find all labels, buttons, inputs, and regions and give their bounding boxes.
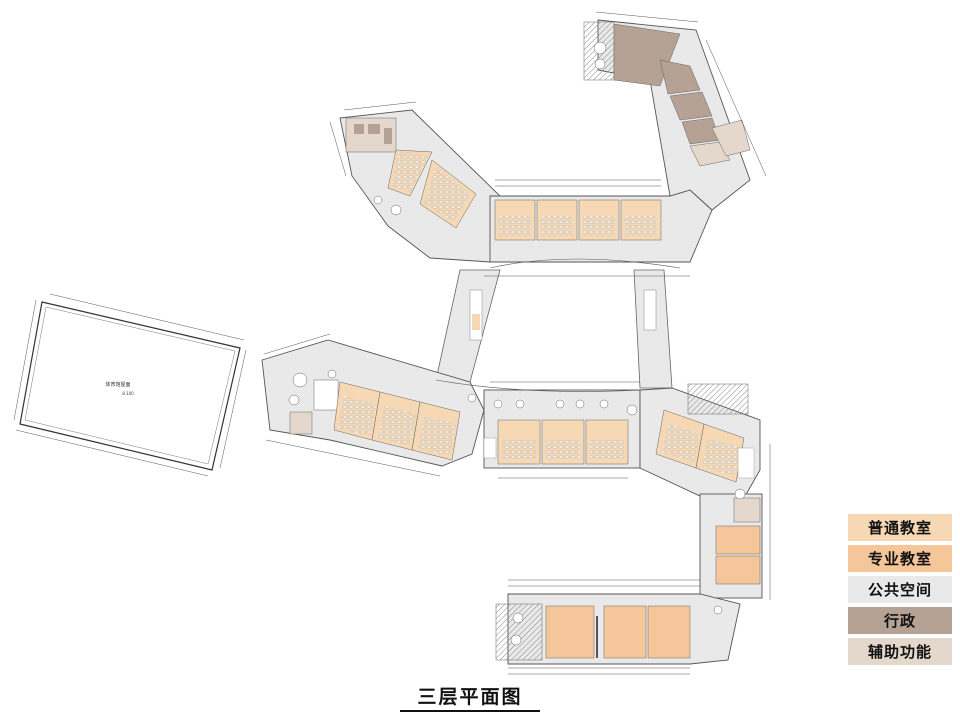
gym-roof-level: 8.100 [122,391,134,396]
legend: 普通教室 专业教室 公共空间 行政 辅助功能 [848,514,952,669]
legend-item-regular-classroom: 普通教室 [848,514,952,541]
middle-right-wing [639,383,761,499]
legend-item-special-classroom: 专业教室 [848,545,952,572]
legend-item-auxiliary: 辅助功能 [848,638,952,665]
legend-item-public-space: 公共空间 [848,576,952,603]
central-bridges [435,269,673,389]
legend-item-administration: 行政 [848,607,952,634]
gym-roof: 体育馆屋面 8.100 [13,293,247,477]
plan-title: 三层平面图 [400,682,540,712]
middle-left-wing [261,333,485,477]
gym-roof-label: 体育馆屋面 [105,381,130,388]
upper-right-wing [583,11,767,211]
lower-right-vertical [699,444,771,600]
tree-symbols [288,41,746,646]
bottom-wing [495,579,741,675]
upper-left-wing [329,101,501,263]
upper-classroom-row [484,179,713,277]
